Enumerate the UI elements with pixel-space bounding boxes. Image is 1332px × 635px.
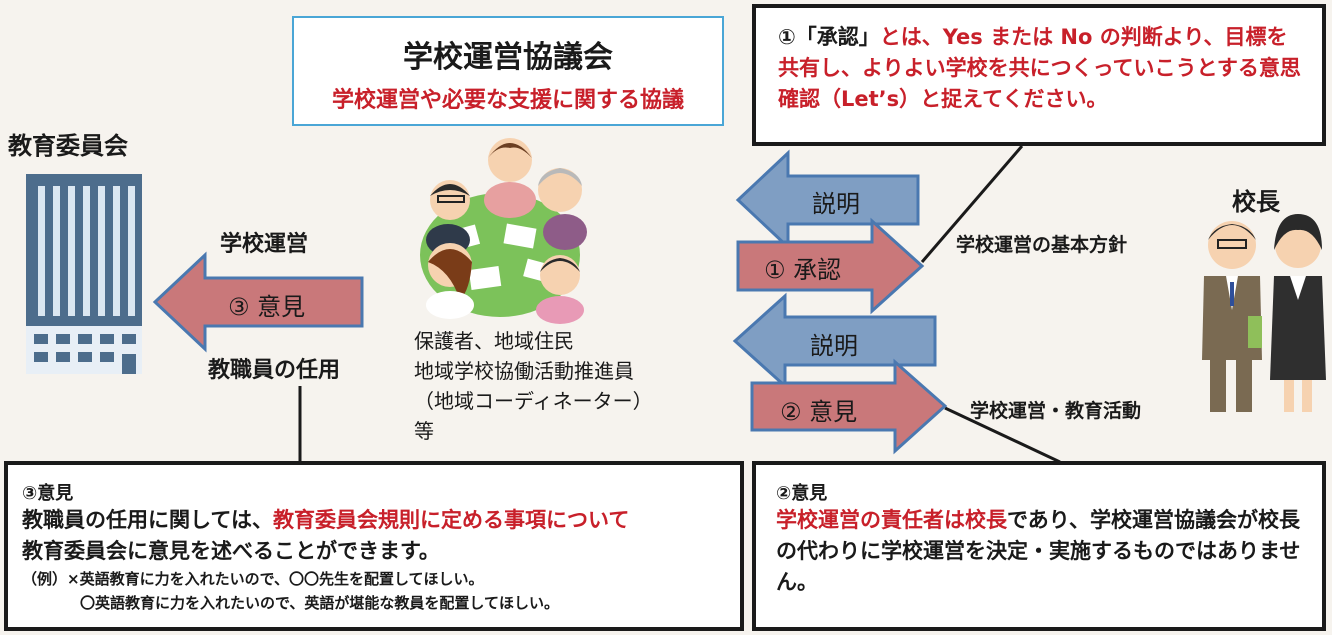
opinion-to-principal-arrow-label: ② 意見	[780, 398, 858, 426]
opinion-arrow-to-board	[152, 251, 364, 353]
approval-arrow-label: ① 承認	[764, 256, 842, 284]
explain-arrow-2-label: 説明	[810, 332, 858, 360]
principal-opinion-heading: ②意見	[776, 483, 828, 504]
staff-opinion-text-a: 教職員の任用に関しては、	[22, 508, 273, 532]
council-subtitle: 学校運営や必要な支援に関する協議	[331, 88, 684, 113]
council-title: 学校運営協議会	[403, 40, 613, 75]
members-line-2: 地域学校協働活動推進員	[414, 359, 634, 383]
note1-connector-line	[920, 145, 1024, 263]
principal-opinion-text: 学校運営の責任者は校長であり、学校運営協議会が校長の代わりに学校運営を決定・実施…	[776, 505, 1312, 598]
principal-opinion-note-box: ②意見 学校運営の責任者は校長であり、学校運営協議会が校長の代わりに学校運営を決…	[752, 461, 1326, 631]
staff-opinion-example-2: 〇英語教育に力を入れたいので、英語が堪能な教員を配置してほしい。	[80, 594, 559, 612]
council-members: 保護者、地域住民 地域学校協働活動推進員 （地域コーディネーター） 等	[414, 326, 653, 446]
opinion-arrow-label: ③ 意見	[228, 293, 306, 321]
staff-opinion-text-emphasis: 教育委員会規則に定める事項について	[272, 508, 630, 532]
note2-connector-line	[944, 406, 1061, 464]
approval-note-text: とは、Yes または No の判断より、目標を共有し、よりよい学校を共につくって…	[778, 25, 1301, 111]
members-line-3: （地域コーディネーター）	[414, 389, 653, 413]
members-line-4: 等	[414, 419, 434, 443]
staff-opinion-text-c: 教育委員会に意見を述べることができます。	[22, 539, 440, 563]
principal-label: 校長	[1232, 188, 1280, 216]
approval-note-term: ①「承認」	[778, 25, 880, 49]
approval-arrow	[736, 217, 925, 315]
management-activities-label: 学校運営・教育活動	[970, 400, 1142, 422]
principal-opinion-text-b: であり、学校運営協議会が校長の代わりに学校運営を決定・実施するものではありません…	[776, 508, 1301, 594]
staff-opinion-text: 教職員の任用に関しては、教育委員会規則に定める事項について	[22, 505, 740, 536]
approval-note-box: ①「承認」とは、Yes または No の判断より、目標を共有し、よりよい学校を共…	[752, 4, 1326, 146]
principal-illustration	[1202, 214, 1326, 412]
principal-opinion-emphasis: 学校運営の責任者は校長	[776, 508, 1007, 532]
staff-opinion-heading: ③意見	[22, 483, 74, 504]
council-title-box: 学校運営協議会 学校運営や必要な支援に関する協議	[292, 16, 724, 126]
school-management-label: 学校運営	[220, 232, 309, 257]
staff-appointment-label: 教職員の任用	[208, 358, 341, 383]
meeting-illustration	[420, 138, 587, 324]
basic-policy-label: 学校運営の基本方針	[956, 234, 1128, 256]
building-icon	[26, 174, 142, 374]
board-of-education-label: 教育委員会	[8, 132, 128, 160]
explain-arrow-1-label: 説明	[812, 190, 860, 218]
members-line-1: 保護者、地域住民	[414, 329, 574, 353]
staff-opinion-example-1: （例）×英語教育に力を入れたいので、〇〇先生を配置してほしい。	[22, 570, 484, 588]
staff-opinion-note-box: ③意見 教職員の任用に関しては、教育委員会規則に定める事項について 教育委員会に…	[4, 461, 744, 631]
opinion-arrow-to-principal	[750, 358, 948, 455]
